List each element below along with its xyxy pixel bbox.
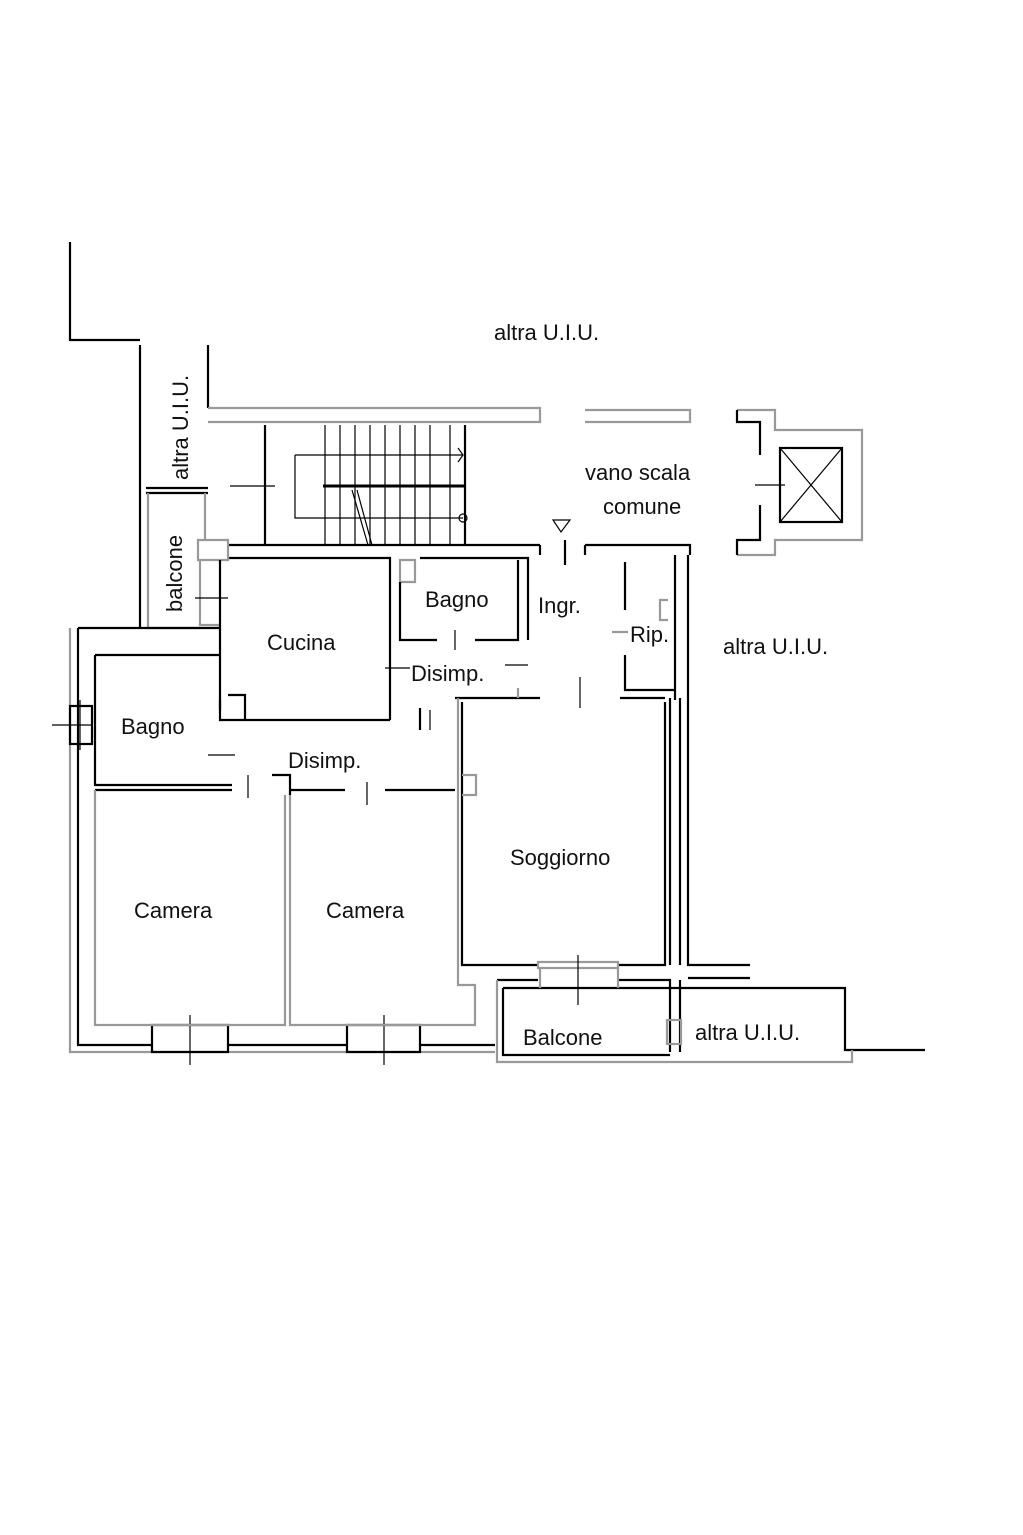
label-comune: comune	[603, 494, 681, 519]
label-balcone-vertical: balcone	[162, 535, 187, 612]
label-ingresso: Ingr.	[538, 593, 581, 618]
label-camera-1: Camera	[134, 898, 213, 923]
label-disimpegno-left: Disimp.	[288, 748, 361, 773]
label-altra-uiu-bottom-right: altra U.I.U.	[695, 1020, 800, 1045]
label-disimpegno-top: Disimp.	[411, 661, 484, 686]
label-cucina: Cucina	[267, 630, 336, 655]
label-bagno-left: Bagno	[121, 714, 185, 739]
walls	[52, 242, 925, 1065]
label-vano-scala: vano scala	[585, 460, 691, 485]
label-ripostiglio: Rip.	[630, 622, 669, 647]
label-altra-uiu-left: altra U.I.U.	[168, 375, 193, 480]
label-soggiorno: Soggiorno	[510, 845, 610, 870]
label-altra-uiu-right: altra U.I.U.	[723, 634, 828, 659]
label-bagno-top: Bagno	[425, 587, 489, 612]
label-altra-uiu-top: altra U.I.U.	[494, 320, 599, 345]
label-balcone-bottom: Balcone	[523, 1025, 603, 1050]
label-camera-2: Camera	[326, 898, 405, 923]
